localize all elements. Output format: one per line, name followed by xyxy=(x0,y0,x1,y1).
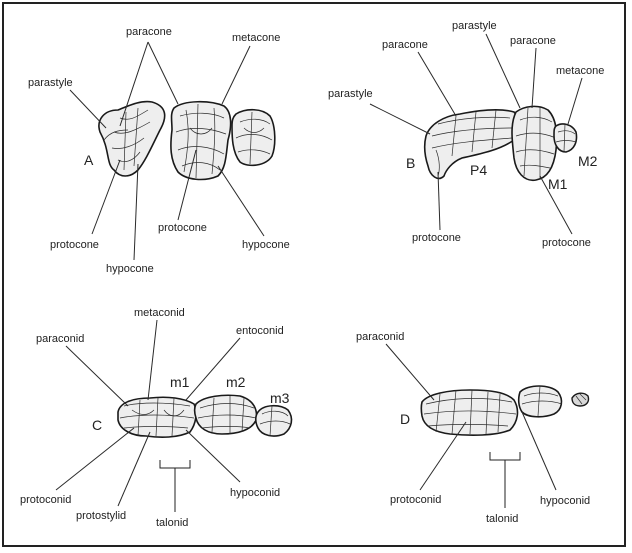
label-c-talonid: talonid xyxy=(156,517,188,529)
label-b-p4: P4 xyxy=(470,162,487,178)
panel-d-talonid-bracket xyxy=(490,452,520,508)
label-d-talonid: talonid xyxy=(486,513,518,525)
label-d-panel-letter: D xyxy=(400,411,410,427)
label-b-m1: M1 xyxy=(548,176,568,192)
label-a-protocone-left: protocone xyxy=(50,239,99,251)
label-d-hypoconid: hypoconid xyxy=(540,495,590,507)
label-b-m2: M2 xyxy=(578,153,598,169)
label-d-paraconid: paraconid xyxy=(356,331,404,343)
label-b-parastyle-left: parastyle xyxy=(328,88,373,100)
label-a-panel-letter: A xyxy=(84,152,94,168)
label-c-protostylid: protostylid xyxy=(76,510,126,522)
label-c-paraconid: paraconid xyxy=(36,333,84,345)
label-c-m1: m1 xyxy=(170,374,190,390)
label-a-paracone: paracone xyxy=(126,26,172,38)
label-c-m3: m3 xyxy=(270,390,290,406)
label-a-parastyle: parastyle xyxy=(28,77,73,89)
panel-b-m1-drawing xyxy=(512,106,557,180)
panel-b: paracone parastyle paracone metacone par… xyxy=(328,20,604,249)
panel-a: paracone metacone parastyle A protocone … xyxy=(28,26,290,275)
label-a-protocone-mid: protocone xyxy=(158,222,207,234)
label-b-paracone-right: paracone xyxy=(510,35,556,47)
label-a-hypocone-left: hypocone xyxy=(106,263,154,275)
label-b-metacone: metacone xyxy=(556,65,604,77)
label-c-hypoconid: hypoconid xyxy=(230,487,280,499)
label-b-paracone-left: paracone xyxy=(382,39,428,51)
label-b-protocone-right: protocone xyxy=(542,237,591,249)
label-b-protocone-left: protocone xyxy=(412,232,461,244)
panel-c-talonid-bracket xyxy=(160,460,190,512)
panel-c: metaconid paraconid entoconid m1 m2 m3 C… xyxy=(20,307,291,529)
label-b-parastyle-top: parastyle xyxy=(452,20,497,32)
label-c-entoconid: entoconid xyxy=(236,325,284,337)
label-b-panel-letter: B xyxy=(406,155,415,171)
panel-d-molar-drawing xyxy=(519,386,562,417)
label-a-metacone: metacone xyxy=(232,32,280,44)
label-a-hypocone-right: hypocone xyxy=(242,239,290,251)
label-c-m2: m2 xyxy=(226,374,246,390)
panel-a-premolar-drawing xyxy=(99,102,165,176)
label-c-metaconid: metaconid xyxy=(134,307,185,319)
panel-a-molar-2-drawing xyxy=(232,110,275,166)
label-c-panel-letter: C xyxy=(92,417,102,433)
label-c-protoconid: protoconid xyxy=(20,494,71,506)
panel-d: paraconid D protoconid talonid hypoconid xyxy=(356,331,590,525)
panel-b-m2-drawing xyxy=(554,124,577,152)
label-d-protoconid: protoconid xyxy=(390,494,441,506)
